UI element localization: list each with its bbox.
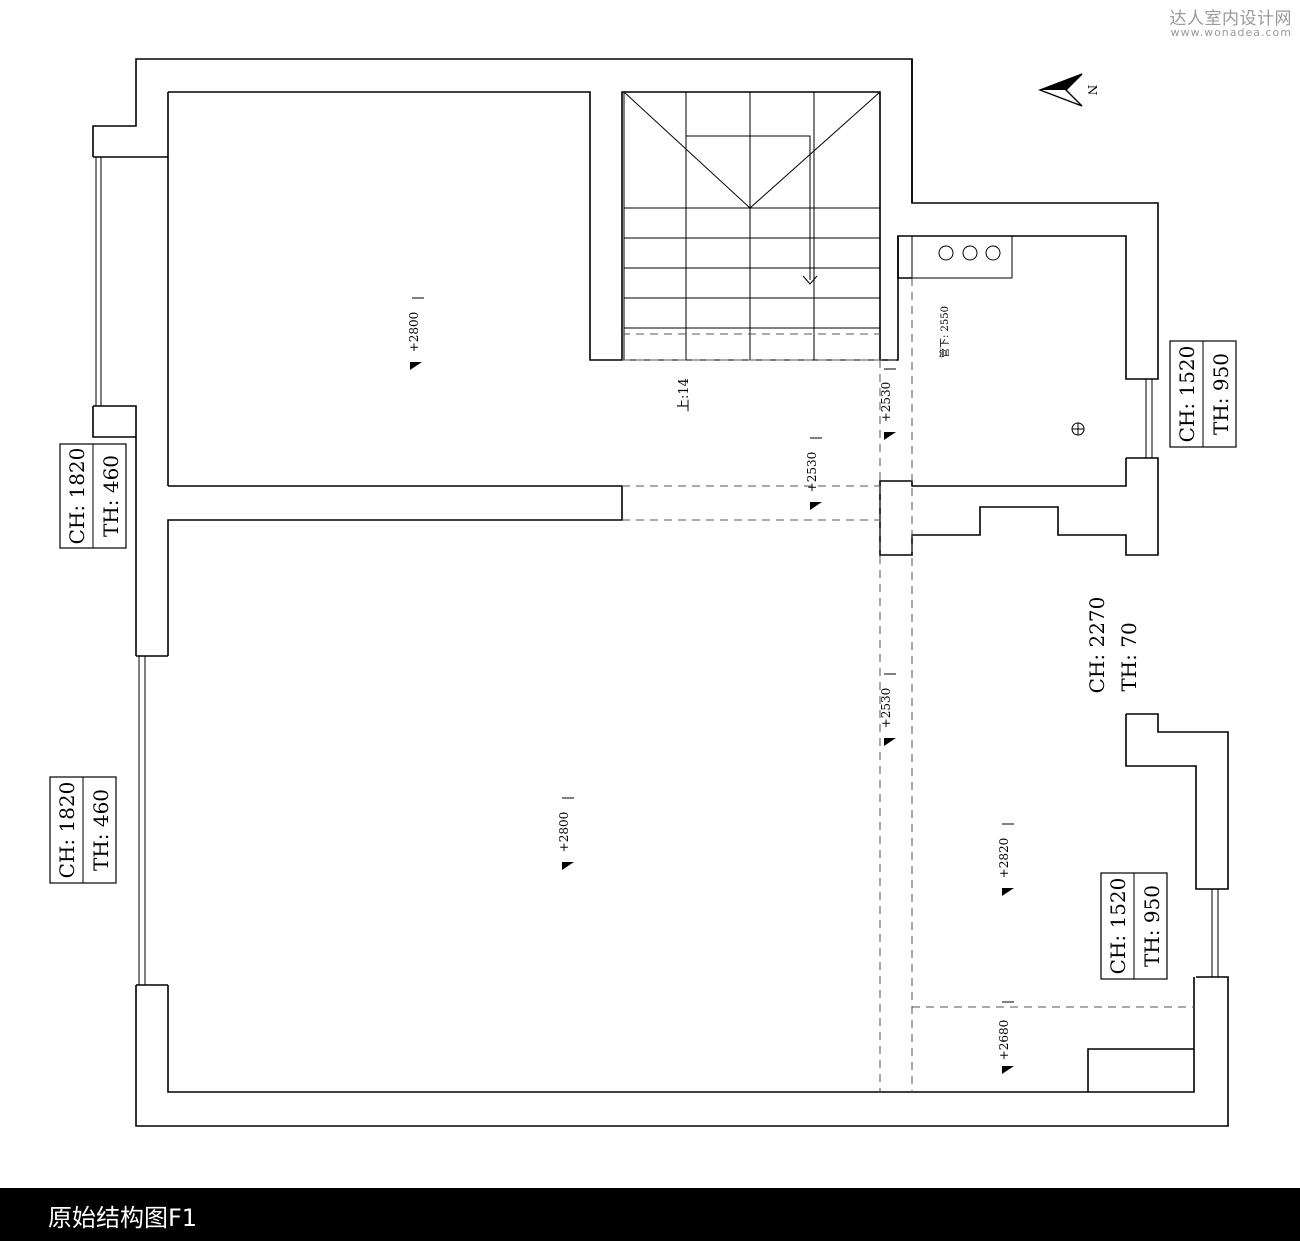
gas-stove-icon <box>911 235 1013 279</box>
compass-label: N <box>1085 85 1099 96</box>
elevation-marker-upper-left: +2800 <box>407 297 424 370</box>
north-compass-icon: N <box>1038 73 1099 107</box>
opening-tag: CH: 2270 TH: 70 <box>1085 597 1141 694</box>
opening-tag-th: TH: 70 <box>1117 622 1141 691</box>
window-tag-ch: CH: 1820 <box>65 448 89 545</box>
window-tag-th: TH: 950 <box>1140 885 1164 967</box>
elevation-marker-stair-landing: +2530 <box>879 368 896 440</box>
dashed-guides <box>622 278 1194 1092</box>
elevation-marker-corridor-mid: +2530 <box>805 437 822 510</box>
window-tag-th: TH: 460 <box>89 789 113 871</box>
window-tag-th: TH: 950 <box>1209 353 1233 435</box>
elevation-marker-lower-right: +2680 <box>997 1001 1014 1074</box>
window-tag-upper-right: CH: 1520 TH: 950 <box>1169 340 1237 448</box>
elevation-label: +2530 <box>805 452 819 493</box>
pipe-note: 管下: 2550 <box>938 306 951 358</box>
window-tag-ch: CH: 1520 <box>1175 346 1199 443</box>
elevation-label: +2820 <box>997 838 1011 879</box>
elevation-label: +2530 <box>879 688 893 729</box>
watermark-site-name: 达人室内设计网 <box>1169 9 1292 29</box>
elevation-marker-main-hall: +2800 <box>557 797 574 870</box>
window-tag-ch: CH: 1520 <box>1106 878 1130 975</box>
window-tag-th: TH: 460 <box>99 455 123 537</box>
caption-bar: 原始结构图F1 <box>0 1188 1300 1241</box>
window-tag-ch: CH: 1820 <box>55 782 79 879</box>
elevation-marker-corridor-lower: +2530 <box>879 673 896 746</box>
elevation-label: +2800 <box>407 312 421 353</box>
elevation-marker-right-room: +2820 <box>997 823 1014 896</box>
window-tag-upper-left: CH: 1820 TH: 460 <box>59 443 127 549</box>
floor-drain-icon <box>1071 422 1085 436</box>
watermark-url: www.wonadea.com <box>1170 26 1292 39</box>
elevation-label: +2530 <box>879 382 893 423</box>
window-tag-lower-right: CH: 1520 TH: 950 <box>1100 872 1168 980</box>
elevation-label: +2680 <box>997 1020 1011 1061</box>
elevation-label: +2800 <box>557 812 571 853</box>
window-tag-lower-left: CH: 1820 TH: 460 <box>49 776 117 884</box>
staircase <box>623 91 881 361</box>
opening-tag-ch: CH: 2270 <box>1085 597 1109 694</box>
floor-plan: N 上:14 管下: 2550 +2800 +2530 +2530 +2530 … <box>49 58 1237 1127</box>
stairs-label: 上:14 <box>677 378 692 412</box>
exterior-walls <box>92 58 1229 1127</box>
caption-title: 原始结构图F1 <box>48 1204 198 1232</box>
